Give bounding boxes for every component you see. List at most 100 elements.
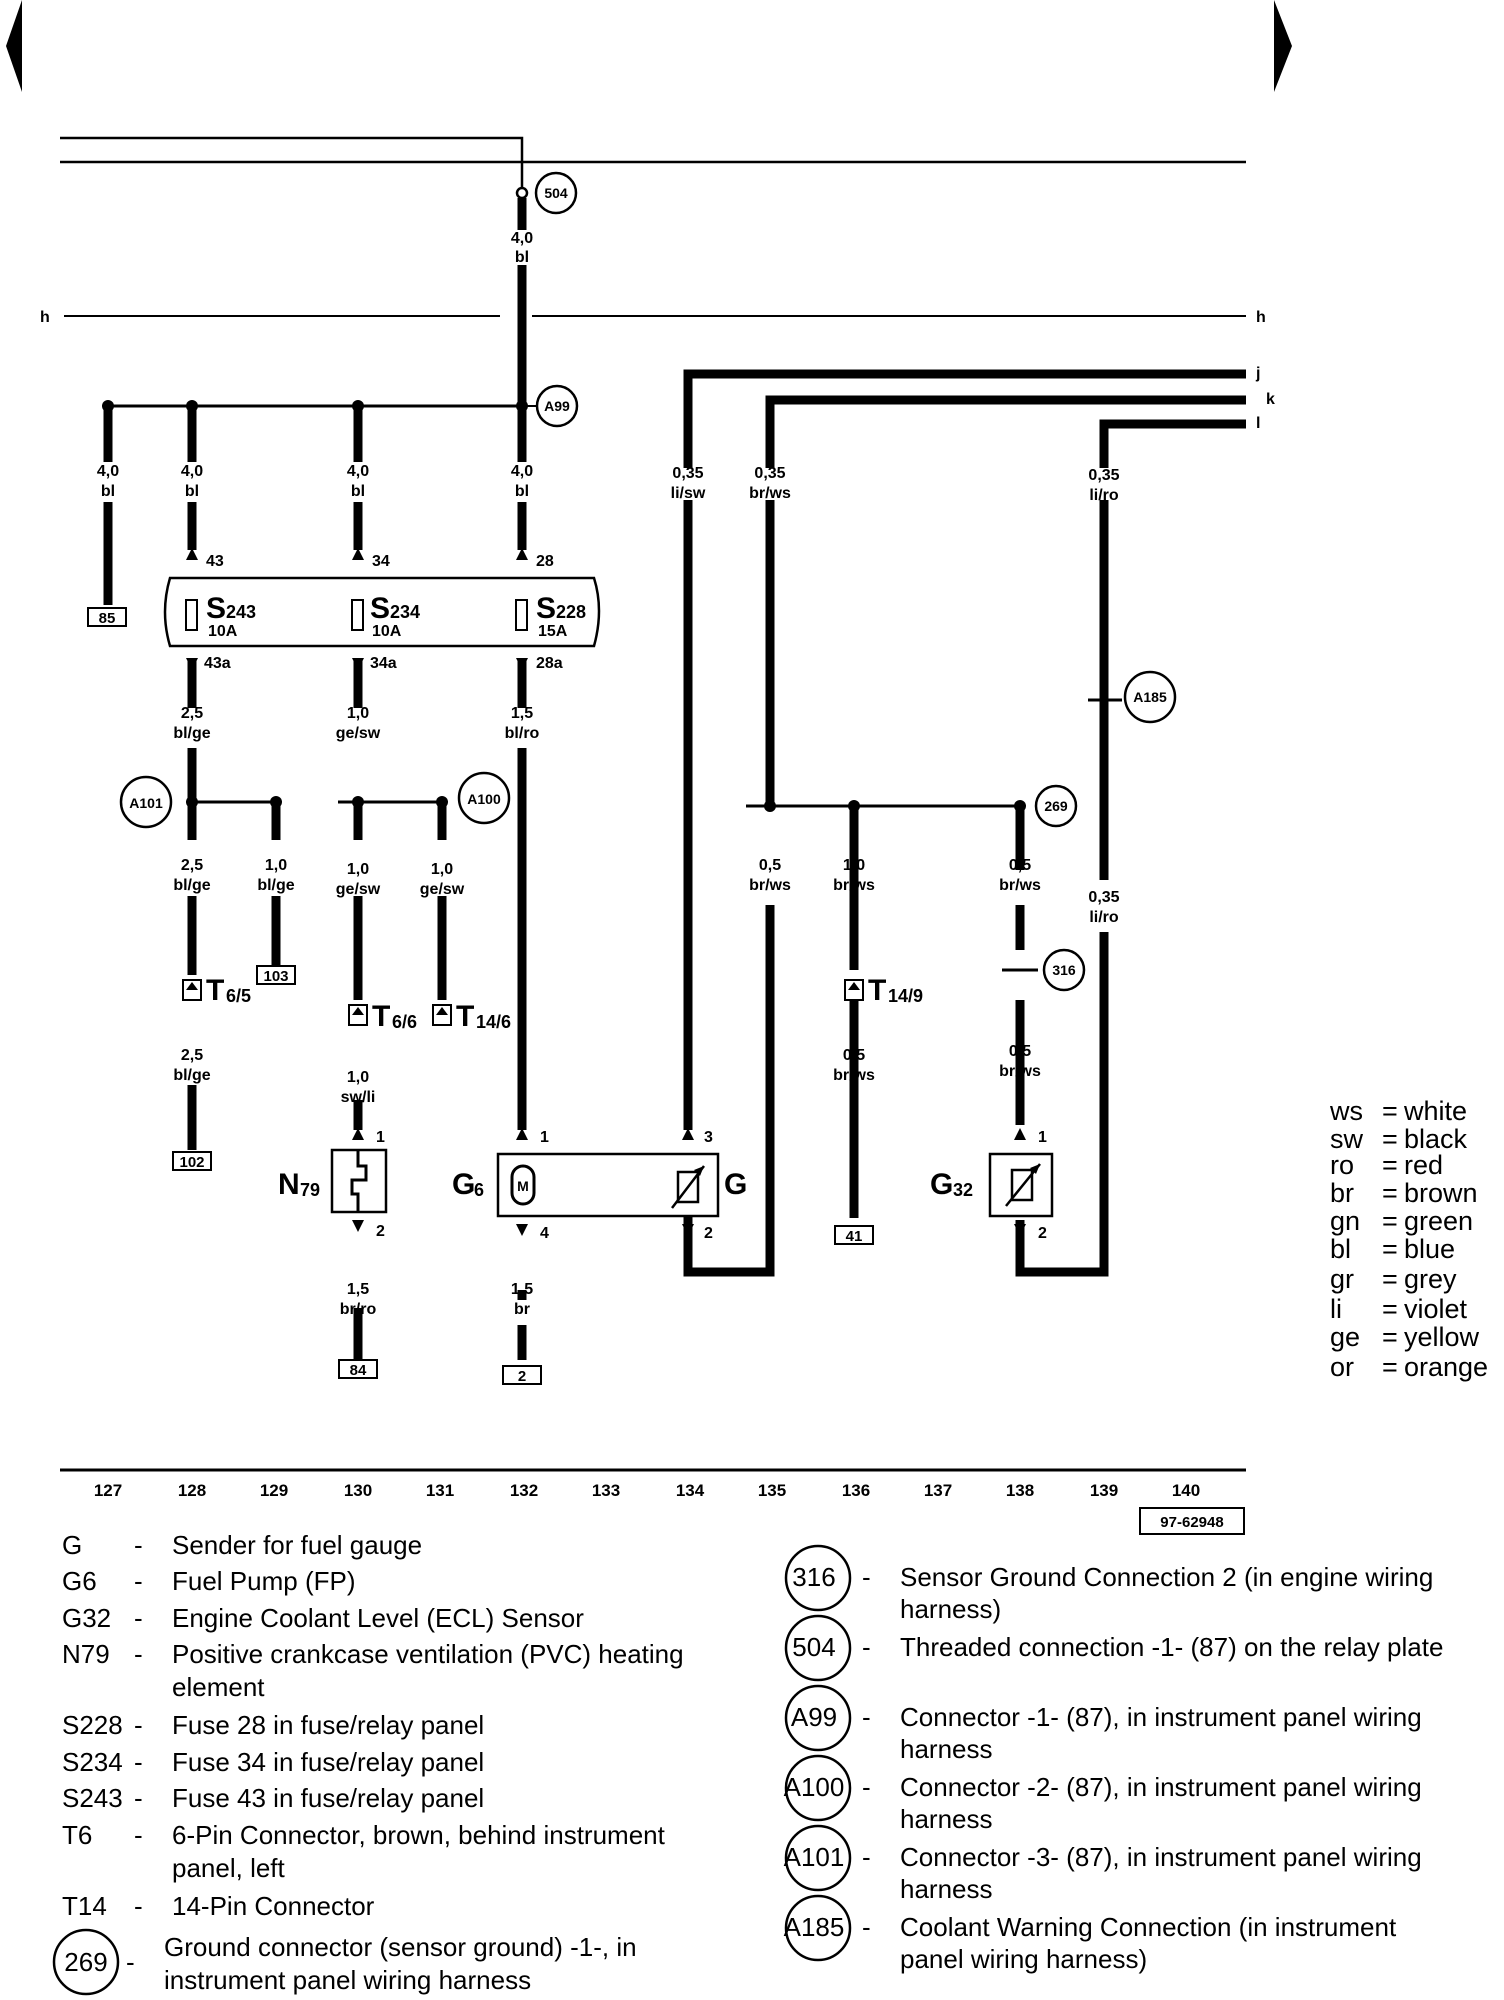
svg-text:4,0: 4,0: [347, 463, 369, 480]
svg-text:-: -: [862, 1772, 871, 1802]
previous-page-arrow-icon[interactable]: [6, 0, 22, 92]
svg-text:269: 269: [64, 1947, 107, 1977]
svg-text:-: -: [862, 1562, 871, 1592]
svg-text:G: G: [930, 1168, 953, 1201]
svg-text:bl: bl: [101, 483, 115, 500]
svg-text:6: 6: [474, 1180, 484, 1200]
svg-text:6-Pin Connector, brown, behind: 6-Pin Connector, brown, behind instrumen…: [172, 1820, 666, 1850]
svg-text:Sensor Ground Connection 2 (in: Sensor Ground Connection 2 (in engine wi…: [900, 1562, 1433, 1592]
svg-text:G: G: [62, 1530, 82, 1560]
svg-text:43: 43: [206, 553, 224, 570]
svg-text:2,5: 2,5: [181, 705, 203, 722]
svg-text:A185: A185: [1133, 689, 1167, 705]
svg-text:-: -: [134, 1747, 143, 1777]
svg-text:-: -: [862, 1842, 871, 1872]
svg-text:A99: A99: [791, 1702, 837, 1732]
svg-text:2: 2: [704, 1225, 713, 1242]
svg-text:134: 134: [676, 1481, 705, 1500]
svg-text:ws: ws: [1329, 1096, 1363, 1126]
svg-text:1,0: 1,0: [347, 705, 369, 722]
svg-text:G: G: [724, 1168, 747, 1201]
svg-text:28: 28: [536, 553, 554, 570]
svg-text:243: 243: [226, 602, 256, 622]
svg-text:-: -: [134, 1603, 143, 1633]
svg-text:bl/ge: bl/ge: [173, 725, 210, 742]
svg-text:32: 32: [953, 1180, 973, 1200]
svg-text:ge/sw: ge/sw: [336, 725, 381, 742]
svg-text:bl: bl: [515, 249, 529, 266]
ref-box-84: 84: [338, 1359, 378, 1379]
svg-text:A100: A100: [784, 1772, 845, 1802]
svg-text:79: 79: [300, 1180, 320, 1200]
svg-text:sw/li: sw/li: [341, 1089, 376, 1106]
connector-T14-9: T 14/9: [844, 974, 923, 1007]
svg-text:panel, left: panel, left: [172, 1853, 286, 1883]
svg-text:instrument panel wiring harnes: instrument panel wiring harness: [164, 1965, 531, 1995]
connection-point-504: 504: [534, 171, 578, 215]
svg-text:br/ws: br/ws: [749, 877, 791, 894]
component-G32: G 32: [930, 1152, 1054, 1218]
connection-point-A100: A100: [457, 771, 511, 825]
svg-text:15A: 15A: [538, 623, 568, 640]
svg-text:1,5: 1,5: [511, 705, 533, 722]
svg-text:4,0: 4,0: [511, 230, 533, 247]
svg-text:S234: S234: [62, 1747, 123, 1777]
svg-text:A101: A101: [784, 1842, 845, 1872]
svg-text:129: 129: [260, 1481, 288, 1500]
color-legend: ws=white sw=black ro=red br=brown gn=gre…: [1329, 1096, 1488, 1382]
next-page-arrow-icon[interactable]: [1274, 0, 1292, 92]
component-pins: 1 2 1 4 3 2 1 2: [352, 1128, 1047, 1242]
svg-text:br/ro: br/ro: [340, 1301, 377, 1318]
svg-text:=: =: [1382, 1234, 1398, 1264]
svg-text:br/ws: br/ws: [833, 1067, 875, 1084]
svg-text:harness: harness: [900, 1804, 993, 1834]
svg-text:84: 84: [350, 1362, 367, 1379]
ref-box-102: 102: [172, 1151, 212, 1171]
svg-text:1: 1: [540, 1129, 549, 1146]
svg-text:130: 130: [344, 1481, 372, 1500]
svg-text:269: 269: [1044, 798, 1068, 814]
svg-text:T: T: [372, 1000, 390, 1033]
line-label-h-right: h: [1256, 309, 1266, 326]
svg-text:bl: bl: [1330, 1234, 1351, 1264]
svg-text:0,5: 0,5: [1009, 1043, 1031, 1060]
svg-text:=: =: [1382, 1124, 1398, 1154]
svg-text:T: T: [206, 974, 224, 1007]
svg-text:-: -: [862, 1912, 871, 1942]
fuse-S243: S 243 10A: [185, 592, 256, 640]
svg-text:Fuse 43 in fuse/relay panel: Fuse 43 in fuse/relay panel: [172, 1783, 484, 1813]
svg-text:140: 140: [1172, 1481, 1200, 1500]
svg-text:yellow: yellow: [1404, 1322, 1480, 1352]
svg-text:=: =: [1382, 1352, 1398, 1382]
component-legend: G-Sender for fuel gauge G6-Fuel Pump (FP…: [52, 1530, 684, 1996]
svg-text:4: 4: [540, 1225, 549, 1242]
fuse-pin-labels: 43 34 28 43a 34a 28a: [186, 548, 563, 672]
svg-text:4,0: 4,0: [511, 463, 533, 480]
svg-text:Coolant Warning Connection (in: Coolant Warning Connection (in instrumen…: [900, 1912, 1397, 1942]
svg-text:0,5: 0,5: [759, 857, 781, 874]
wire-labels: 4,0bl 4,0bl 4,0bl 4,0bl 4,0bl 0,35li/sw …: [97, 230, 1120, 1318]
figure-number: 97-62948: [1139, 1507, 1245, 1535]
svg-text:S: S: [370, 592, 390, 625]
connection-legend: 316 - Sensor Ground Connection 2 (in eng…: [784, 1544, 1443, 1974]
svg-text:-: -: [134, 1783, 143, 1813]
svg-text:0,35: 0,35: [754, 465, 785, 482]
ref-box-103: 103: [256, 965, 296, 985]
svg-text:T6: T6: [62, 1820, 92, 1850]
svg-text:2: 2: [1038, 1225, 1047, 1242]
svg-text:A99: A99: [544, 398, 570, 414]
svg-text:-: -: [134, 1891, 143, 1921]
svg-text:li/ro: li/ro: [1089, 487, 1119, 504]
svg-text:-: -: [134, 1566, 143, 1596]
svg-text:white: white: [1403, 1096, 1467, 1126]
svg-text:132: 132: [510, 1481, 538, 1500]
svg-text:85: 85: [99, 610, 116, 627]
svg-text:li: li: [1330, 1294, 1342, 1324]
svg-text:2,5: 2,5: [181, 857, 203, 874]
svg-text:316: 316: [1052, 962, 1076, 978]
current-track-numbers: 127 128 129 130 131 132 133 134 135 136 …: [94, 1481, 1200, 1500]
svg-text:T: T: [868, 974, 886, 1007]
svg-text:=: =: [1382, 1294, 1398, 1324]
svg-text:blue: blue: [1404, 1234, 1455, 1264]
